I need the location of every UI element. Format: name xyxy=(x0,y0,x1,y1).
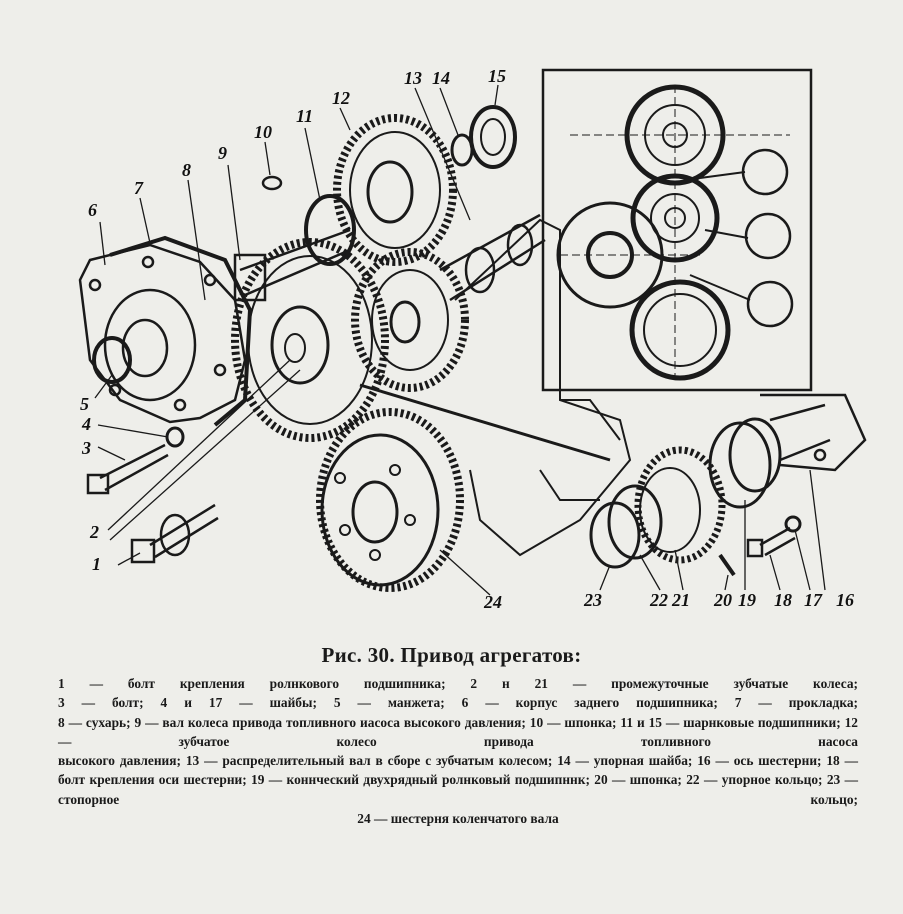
callout-8: 8 xyxy=(182,160,191,180)
callout-23: 23 xyxy=(584,590,602,610)
callout-4: 4 xyxy=(82,414,91,434)
callout-17: 17 xyxy=(804,590,822,610)
callout-2: 2 xyxy=(90,522,99,542)
callout-1: 1 xyxy=(92,554,101,574)
callout-20: 20 xyxy=(714,590,732,610)
housing-6 xyxy=(78,243,247,424)
callout-10: 10 xyxy=(254,122,272,142)
exploded-assembly-drawing xyxy=(78,68,867,596)
callout-16: 16 xyxy=(836,590,854,610)
callout-19: 19 xyxy=(738,590,756,610)
callout-13: 13 xyxy=(404,68,422,88)
washer-4 xyxy=(165,426,185,448)
ring-22 xyxy=(607,484,663,560)
bearing-11 xyxy=(304,194,356,266)
axle-16 xyxy=(760,393,867,472)
bolt-1 xyxy=(130,503,219,564)
key-10 xyxy=(261,175,283,191)
callout-9: 9 xyxy=(218,143,227,163)
legend-line: высокого давления; 13 — распределительны… xyxy=(58,753,858,807)
figure-caption-title: Рис. 30. Привод агрегатов: xyxy=(321,643,582,667)
callout-22: 22 xyxy=(650,590,668,610)
callout-6: 6 xyxy=(88,200,97,220)
legend-line: 8 — сухарь; 9 — вал колеса привода топли… xyxy=(58,714,858,749)
camshaft xyxy=(439,213,546,302)
callout-3: 3 xyxy=(82,438,91,458)
bearing-19 xyxy=(708,417,782,509)
washer-14 xyxy=(450,133,474,167)
bearing-15 xyxy=(469,105,517,169)
callout-14: 14 xyxy=(432,68,450,88)
gear-12 xyxy=(333,114,457,266)
leader-lines xyxy=(94,84,826,596)
figure-legend: 1 — болт крепления ролнкового подшипника… xyxy=(58,674,858,828)
callout-11: 11 xyxy=(296,106,314,126)
gear-train-inset xyxy=(541,68,813,392)
gear-21 xyxy=(634,446,726,564)
callout-24: 24 xyxy=(484,592,502,612)
legend-line: 3 — болт; 4 и 17 — шайбы; 5 — манжета; 6… xyxy=(58,695,858,711)
callout-5: 5 xyxy=(80,394,89,414)
callout-18: 18 xyxy=(774,590,792,610)
key-20 xyxy=(718,553,736,577)
bolt-3 xyxy=(86,443,169,495)
ring-23 xyxy=(589,501,641,569)
legend-line: 24 — шестерня коленчатого вала xyxy=(357,811,559,827)
gasket-7 xyxy=(109,235,253,427)
legend-line: 1 — болт крепления ролнкового подшипника… xyxy=(58,676,858,691)
callout-12: 12 xyxy=(332,88,350,108)
washer-17 xyxy=(784,515,802,533)
bolt-18 xyxy=(746,526,796,558)
callout-15: 15 xyxy=(488,66,506,86)
intermediate-gear xyxy=(351,248,469,392)
engine-block xyxy=(454,218,632,557)
callout-21: 21 xyxy=(672,590,690,610)
crankshaft-gear-24 xyxy=(316,408,464,592)
callout-7: 7 xyxy=(134,178,143,198)
